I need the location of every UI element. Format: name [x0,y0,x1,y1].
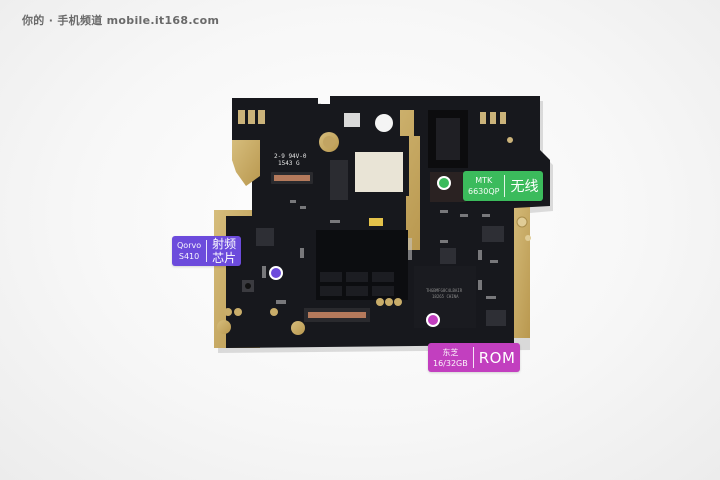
qorvo-part: S410 [178,252,200,261]
mtk-category: 无线 [510,179,539,195]
svg-text:THGBMFG8C4LBAIR: THGBMFG8C4LBAIR [426,288,463,293]
label-divider [206,240,208,262]
qorvo-category-line1: 射频 [212,237,237,251]
toshiba-rom-label: 东芝 16/32GB ROM [428,343,521,372]
qorvo-vendor: Qorvo [177,241,202,250]
svg-text:1543 G: 1543 G [278,160,300,167]
mtk-wireless-label: MTK 6630QP 无线 [463,171,544,201]
qorvo-marker [269,266,283,280]
svg-text:2-9 94V-0: 2-9 94V-0 [274,153,307,160]
rom-category: ROM [478,348,516,367]
svg-text:18265 CHINA: 18265 CHINA [432,294,459,299]
mtk-vendor: MTK [475,176,493,185]
label-divider [504,175,506,197]
rom-marker [426,313,440,327]
rom-part: 16/32GB [433,358,468,368]
qorvo-category-line2: 芯片 [212,251,237,265]
label-divider [472,347,474,368]
mtk-marker [437,176,451,190]
rom-vendor: 东芝 [442,347,459,357]
qorvo-rf-chip-label: Qorvo S410 射频 芯片 [172,236,242,266]
watermark: 你的 · 手机频道 mobile.it168.com [22,14,220,27]
mtk-part: 6630QP [468,187,500,196]
